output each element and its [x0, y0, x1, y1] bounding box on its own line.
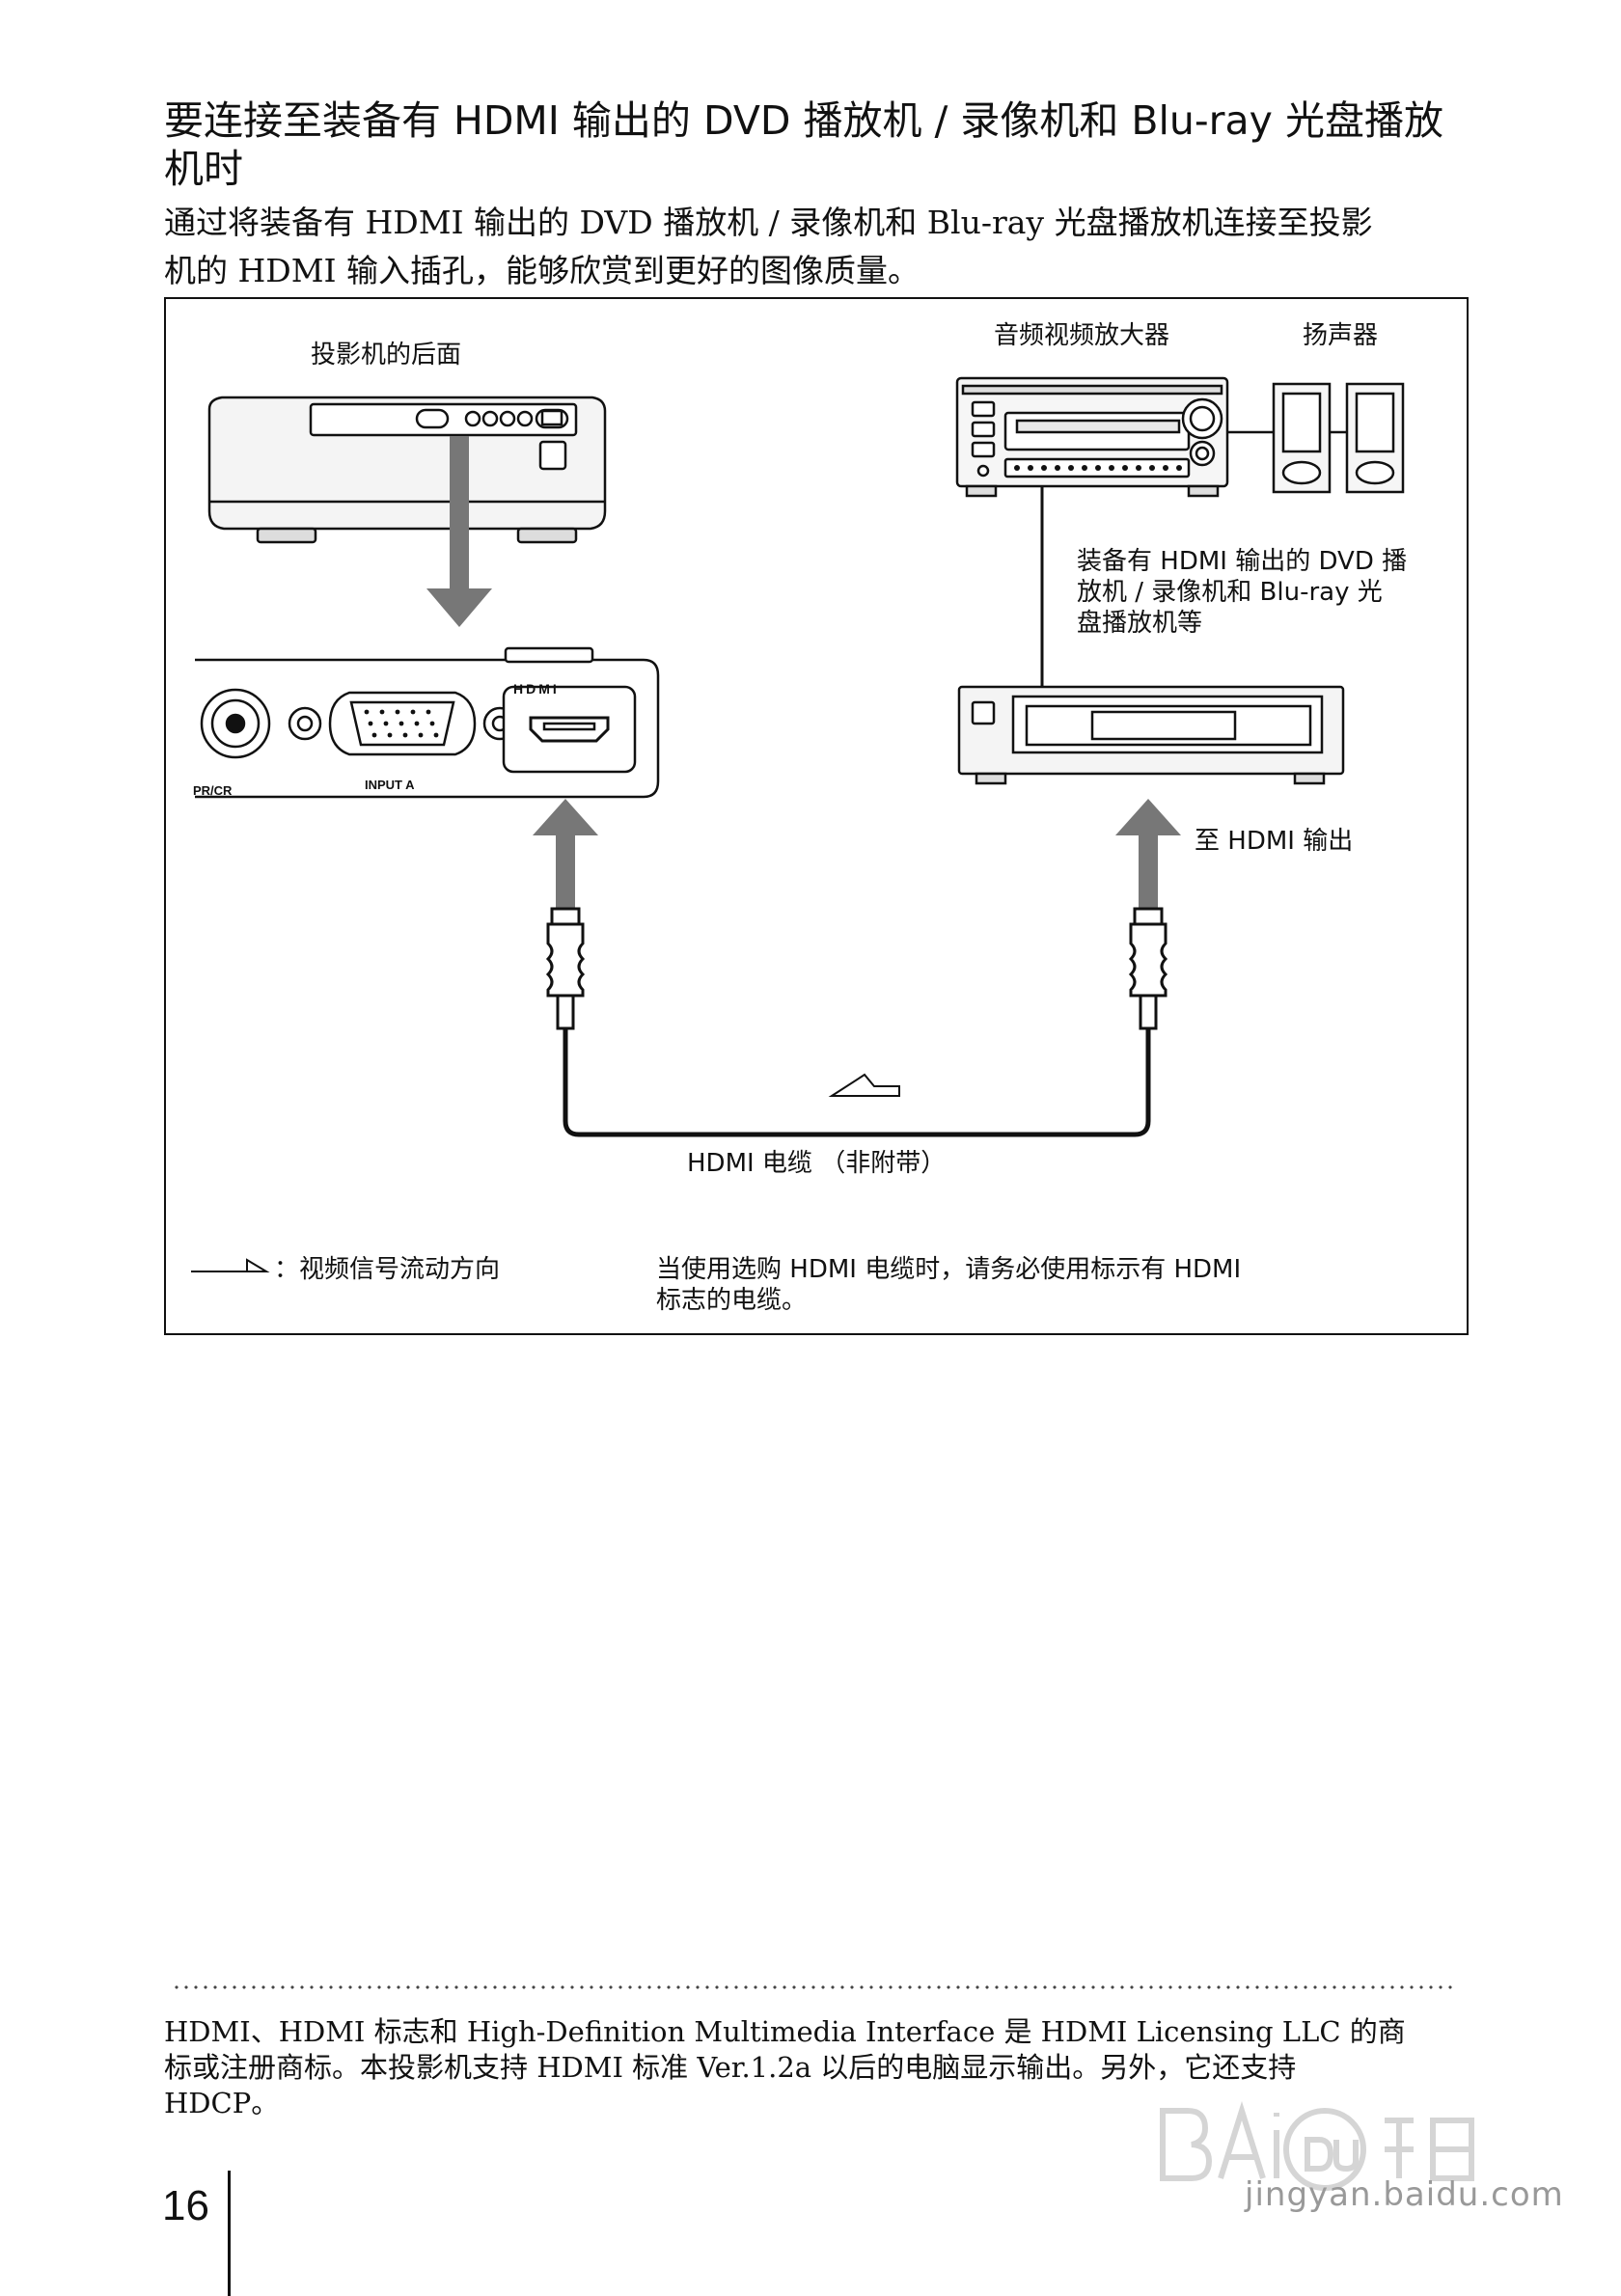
port-input-a-label: INPUT A — [365, 778, 415, 792]
projector-illustration — [207, 396, 607, 544]
page-number: 16 — [162, 2182, 209, 2229]
connection-diagram: 投影机的后面 音频视频放大器 扬声器 装备有 HDMI 输出的 DVD 播 放机… — [164, 297, 1469, 1335]
legend-text: ：视频信号流动方向 — [274, 1255, 501, 1284]
baidu-watermark-logo — [1160, 2100, 1474, 2191]
up-arrow-icon-left — [533, 799, 598, 930]
legend-arrow-icon — [191, 1258, 270, 1272]
page-number-rule — [228, 2171, 231, 2296]
player-label-line-1: 装备有 HDMI 输出的 DVD 播 — [1077, 547, 1408, 576]
section-heading: 要连接至装备有 HDMI 输出的 DVD 播放机 / 录像机和 Blu-ray … — [164, 96, 1476, 193]
terminal-panel — [195, 646, 660, 799]
player-label-line-2: 放机 / 录像机和 Blu-ray 光 — [1077, 578, 1383, 607]
port-pr-cr-label: PR/CR — [193, 783, 233, 798]
trademark-footnote: HDMI、HDMI 标志和 High-Definition Multimedia… — [164, 2014, 1476, 2121]
intro-line-2: 机的 HDMI 输入插孔，能够欣赏到更好的图像质量。 — [164, 252, 920, 289]
projector-rear-label: 投影机的后面 — [311, 341, 462, 369]
speakers-illustration — [1227, 382, 1405, 494]
av-amplifier-illustration — [955, 376, 1229, 498]
cable-note-line-2: 标志的电缆。 — [656, 1286, 808, 1315]
player-illustration — [957, 685, 1345, 785]
intro-paragraph: 通过将装备有 HDMI 输出的 DVD 播放机 / 录像机和 Blu-ray 光… — [164, 199, 1476, 295]
footnote-line-1: HDMI、HDMI 标志和 High-Definition Multimedia… — [164, 2015, 1406, 2048]
up-arrow-icon-right — [1115, 799, 1181, 930]
watermark-url: jingyan.baidu.com — [1245, 2175, 1564, 2214]
cable-note-line-1: 当使用选购 HDMI 电缆时，请务必使用标示有 HDMI — [656, 1255, 1242, 1284]
footnote-separator — [172, 1985, 1453, 1989]
cable-note: 当使用选购 HDMI 电缆时，请务必使用标示有 HDMI 标志的电缆。 — [656, 1254, 1241, 1316]
hdmi-cable-label: HDMI 电缆 （非附带） — [687, 1149, 947, 1178]
speakers-label: 扬声器 — [1303, 321, 1379, 350]
to-hdmi-output-label: 至 HDMI 输出 — [1195, 827, 1354, 856]
amplifier-buttons — [1014, 465, 1182, 471]
player-label: 装备有 HDMI 输出的 DVD 播 放机 / 录像机和 Blu-ray 光 盘… — [1077, 546, 1407, 639]
intro-line-1: 通过将装备有 HDMI 输出的 DVD 播放机 / 录像机和 Blu-ray 光… — [164, 204, 1373, 241]
heading-line-1: 要连接至装备有 HDMI 输出的 DVD 播放机 / 录像机和 Blu-ray … — [164, 97, 1443, 144]
down-arrow-icon — [426, 436, 492, 627]
vga-pins — [364, 709, 439, 738]
player-label-line-3: 盘播放机等 — [1077, 609, 1203, 638]
heading-line-2: 机时 — [164, 146, 243, 192]
diagram-drawing — [191, 376, 1405, 1272]
av-amplifier-label: 音频视频放大器 — [994, 321, 1170, 350]
footnote-line-2: 标或注册商标。本投影机支持 HDMI 标准 Ver.1.2a 以后的电脑显示输出… — [164, 2051, 1297, 2084]
hdmi-logo: HDMI — [513, 681, 560, 697]
signal-flow-arrow-icon — [828, 1073, 900, 1097]
footnote-line-3: HDCP。 — [164, 2087, 280, 2119]
hdmi-cable-illustration — [545, 907, 1168, 1137]
